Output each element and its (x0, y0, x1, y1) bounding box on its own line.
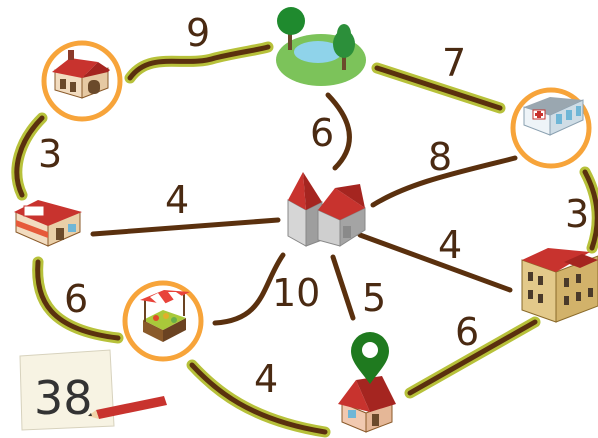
weight-park-hospital: 7 (442, 41, 466, 85)
weight-park-church: 6 (310, 111, 334, 155)
location-pin-icon (351, 332, 389, 384)
score-note: 38 (20, 350, 167, 430)
score-value: 38 (34, 371, 93, 425)
node-church[interactable] (288, 172, 365, 246)
park-icon (276, 7, 366, 86)
node-market[interactable] (125, 283, 201, 359)
weight-restaurant-church: 4 (165, 178, 189, 222)
weight-bakery-park: 9 (186, 11, 210, 55)
road-park-hospital[interactable] (377, 68, 500, 108)
node-bakery[interactable] (44, 43, 120, 119)
weight-church-hospital: 8 (428, 135, 452, 179)
road-church-home[interactable] (333, 257, 353, 318)
school-icon (522, 248, 598, 322)
weight-bakery-restaurant: 3 (38, 132, 62, 176)
road-restaurant-church[interactable] (93, 220, 278, 234)
node-home[interactable] (338, 332, 396, 432)
weight-church-school: 4 (438, 223, 462, 267)
node-restaurant[interactable] (14, 200, 82, 246)
weight-home-school: 6 (455, 310, 479, 354)
restaurant-icon (14, 200, 82, 246)
home-icon (338, 376, 396, 432)
node-school[interactable] (522, 248, 598, 322)
weight-church-market: 10 (272, 271, 320, 315)
weight-church-home: 5 (362, 276, 386, 320)
weight-market-home: 4 (254, 357, 278, 401)
weight-hospital-school: 3 (565, 192, 589, 236)
church-icon (288, 172, 365, 246)
node-hospital[interactable] (513, 90, 589, 166)
weight-restaurant-market: 6 (64, 277, 88, 321)
node-park[interactable] (276, 7, 366, 86)
